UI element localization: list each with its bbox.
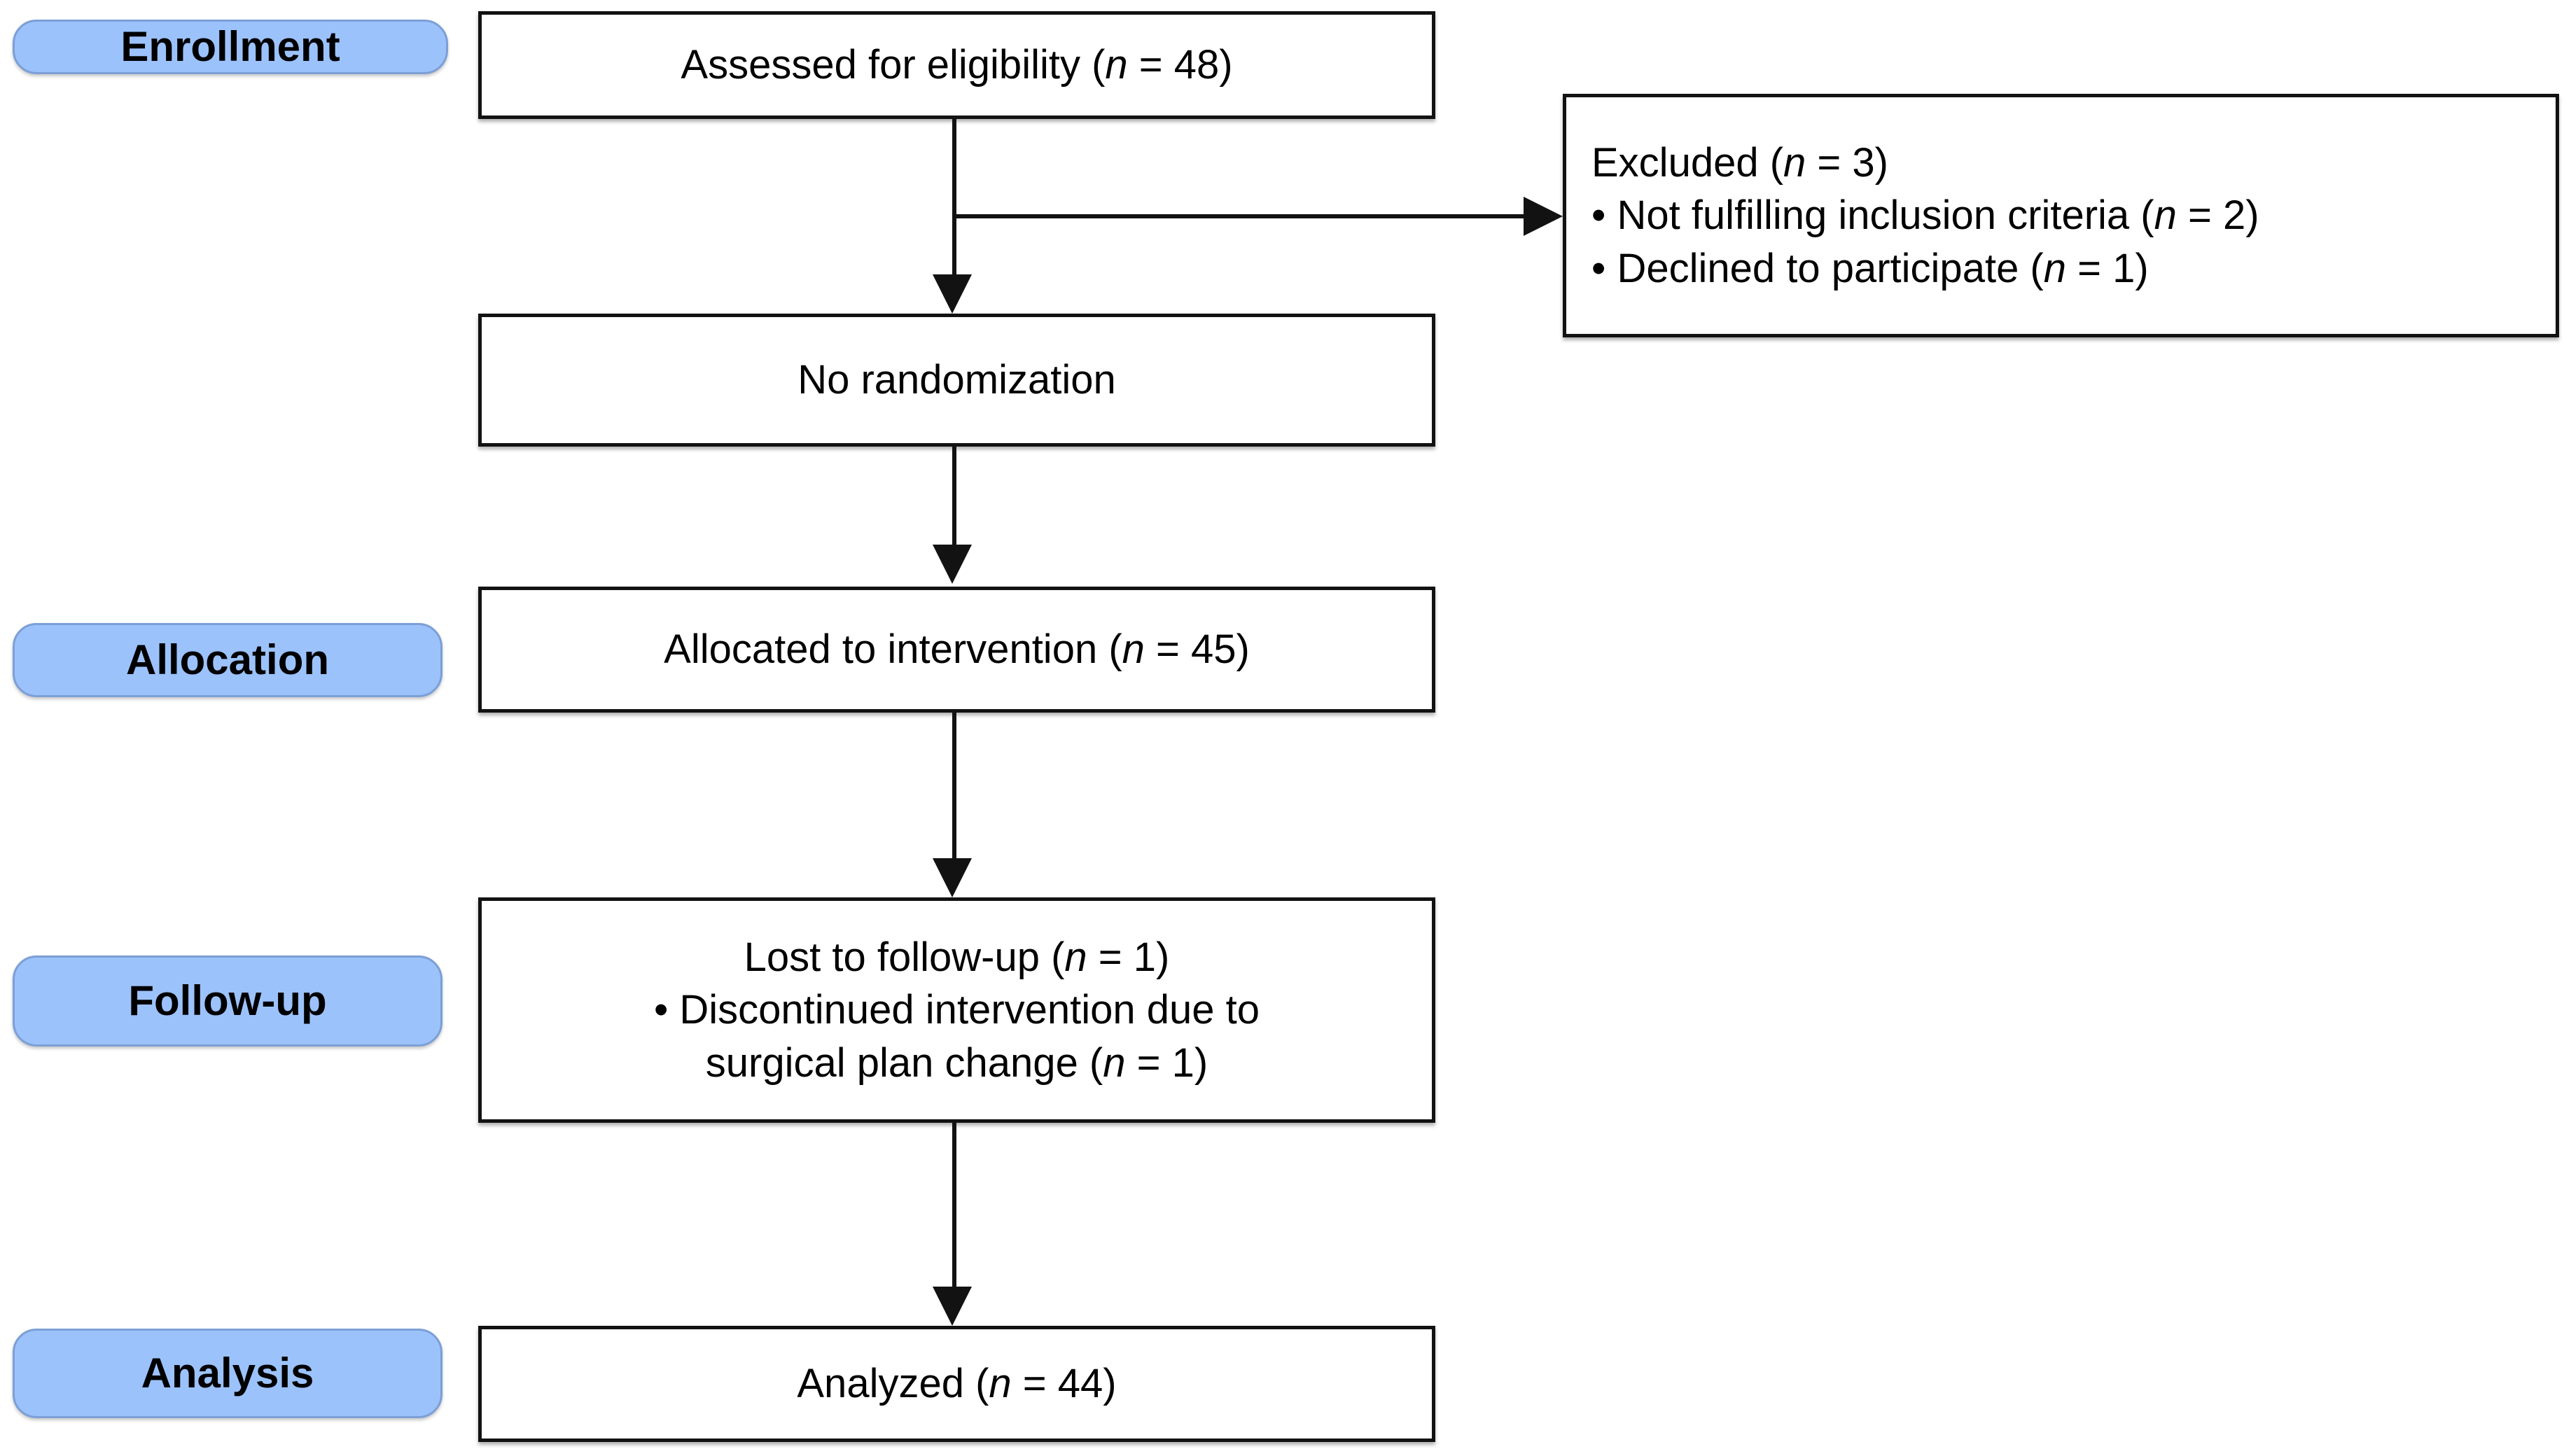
lost-followup-n-symbol: n bbox=[1064, 934, 1087, 980]
assessed-label-post: = 48) bbox=[1127, 42, 1233, 88]
allocated-n-symbol: n bbox=[1122, 626, 1145, 673]
arrowhead-down-to-no-randomization bbox=[933, 274, 972, 314]
box-no-randomization-text: No randomization bbox=[482, 354, 1432, 406]
stage-pill-allocation: Allocation bbox=[13, 623, 443, 697]
discontinued-n-symbol: n bbox=[1103, 1040, 1126, 1086]
excluded-item-0-pre: Not fulfilling inclusion criteria ( bbox=[1617, 192, 2154, 239]
excluded-item-1: • Declined to participate (n = 1) bbox=[1591, 242, 2530, 295]
no-randomization-label: No randomization bbox=[797, 357, 1116, 403]
assessed-label-pre: Assessed for eligibility ( bbox=[681, 42, 1106, 88]
box-lost-to-follow-up-text: Lost to follow-up (n = 1) • Discontinued… bbox=[482, 931, 1432, 1089]
box-excluded-text: Excluded (n = 3) • Not fulfilling inclus… bbox=[1591, 136, 2530, 295]
excluded-item-0-post: = 2) bbox=[2176, 192, 2259, 239]
excluded-item-0-n-symbol: n bbox=[2154, 192, 2177, 239]
box-excluded: Excluded (n = 3) • Not fulfilling inclus… bbox=[1563, 94, 2559, 337]
box-analyzed: Analyzed (n = 44) bbox=[478, 1326, 1435, 1442]
connector-assessed-to-excluded bbox=[952, 214, 1525, 218]
excluded-item-1-n-symbol: n bbox=[2043, 245, 2067, 291]
arrowhead-down-to-followup bbox=[933, 858, 972, 897]
discontinued-line-2-pre: surgical plan change ( bbox=[705, 1040, 1103, 1086]
discontinued-line-2-post: = 1) bbox=[1125, 1040, 1208, 1086]
bullet-icon: • bbox=[1591, 192, 1606, 239]
lost-followup-pre: Lost to follow-up ( bbox=[744, 934, 1065, 980]
bullet-icon: • bbox=[1591, 245, 1606, 291]
arrowhead-right-to-excluded bbox=[1524, 197, 1563, 236]
stage-label-allocation: Allocation bbox=[125, 636, 329, 683]
arrowhead-down-to-allocated bbox=[933, 545, 972, 584]
connector-no-randomization-to-allocated bbox=[952, 447, 956, 546]
stage-label-analysis: Analysis bbox=[141, 1350, 314, 1396]
excluded-heading-post: = 3) bbox=[1806, 139, 1888, 186]
excluded-item-0: • Not fulfilling inclusion criteria (n =… bbox=[1591, 189, 2530, 241]
box-analyzed-text: Analyzed (n = 44) bbox=[482, 1357, 1432, 1410]
lost-followup-post: = 1) bbox=[1087, 934, 1170, 980]
box-lost-to-follow-up: Lost to follow-up (n = 1) • Discontinued… bbox=[478, 897, 1435, 1123]
box-no-randomization: No randomization bbox=[478, 314, 1435, 447]
assessed-n-symbol: n bbox=[1105, 42, 1128, 88]
arrowhead-down-to-analyzed bbox=[933, 1287, 972, 1326]
connector-allocated-to-followup bbox=[952, 713, 956, 861]
stage-label-enrollment: Enrollment bbox=[120, 23, 340, 70]
stage-pill-analysis: Analysis bbox=[13, 1329, 443, 1418]
excluded-n-symbol: n bbox=[1783, 139, 1806, 186]
analyzed-label-post: = 44) bbox=[1011, 1361, 1117, 1407]
box-allocated-to-intervention: Allocated to intervention (n = 45) bbox=[478, 587, 1435, 713]
box-assessed-for-eligibility: Assessed for eligibility (n = 48) bbox=[478, 11, 1435, 119]
analyzed-n-symbol: n bbox=[989, 1361, 1012, 1407]
excluded-item-1-pre: Declined to participate ( bbox=[1617, 245, 2044, 291]
excluded-heading-pre: Excluded ( bbox=[1591, 139, 1784, 186]
box-assessed-text: Assessed for eligibility (n = 48) bbox=[482, 38, 1432, 91]
allocated-label-pre: Allocated to intervention ( bbox=[664, 626, 1122, 673]
excluded-item-1-post: = 1) bbox=[2066, 245, 2149, 291]
stage-pill-followup: Follow-up bbox=[13, 955, 443, 1046]
connector-followup-to-analyzed bbox=[952, 1123, 956, 1288]
stage-pill-enrollment: Enrollment bbox=[13, 20, 448, 74]
stage-label-followup: Follow-up bbox=[128, 977, 327, 1024]
analyzed-label-pre: Analyzed ( bbox=[797, 1361, 989, 1407]
box-allocated-text: Allocated to intervention (n = 45) bbox=[482, 623, 1432, 676]
connector-assessed-to-no-randomization bbox=[952, 119, 956, 277]
discontinued-line-1: • Discontinued intervention due to bbox=[653, 987, 1260, 1033]
allocated-label-post: = 45) bbox=[1144, 626, 1250, 673]
